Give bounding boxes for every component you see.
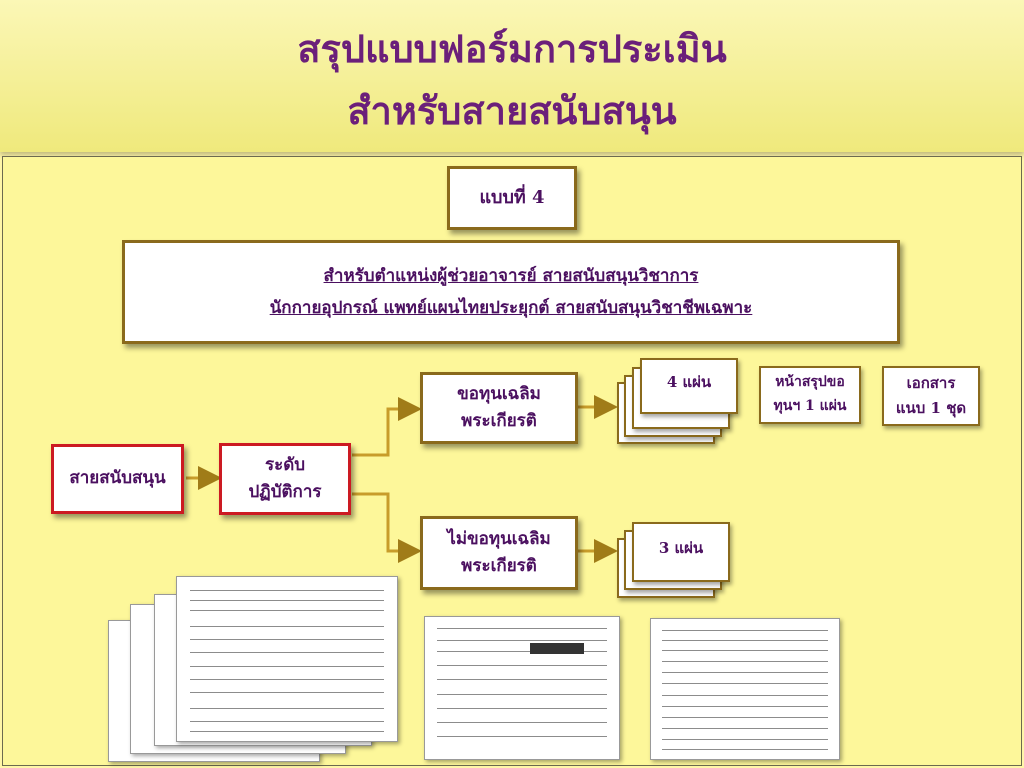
level-box: ระดับ ปฏิบัติการ bbox=[219, 443, 351, 515]
four-sheets-label: 4 แผ่น bbox=[666, 373, 712, 391]
form-number-box: แบบที่ 4 bbox=[447, 166, 577, 230]
stack-sheet bbox=[640, 358, 738, 414]
form-number-label: แบบที่ 4 bbox=[479, 186, 545, 208]
level-line2: ปฏิบัติการ bbox=[248, 482, 322, 502]
positions-line1: สำหรับตำแหน่งผู้ช่วยอาจารย์ สายสนับสนุนว… bbox=[323, 265, 699, 286]
apply-grant-box: ขอทุนเฉลิม พระเกียรติ bbox=[420, 372, 578, 444]
attachment-doc: เอกสาร แนบ 1 ชุด bbox=[882, 366, 980, 426]
page-title-line1: สรุปแบบฟอร์มการประเมิน bbox=[297, 26, 727, 71]
summary-line1: หน้าสรุปขอ bbox=[775, 374, 845, 391]
support-staff-label: สายสนับสนุน bbox=[69, 468, 166, 489]
summary-line2: ทุนฯ 1 แผ่น bbox=[773, 398, 847, 414]
summary-page-doc: หน้าสรุปขอ ทุนฯ 1 แผ่น bbox=[759, 366, 861, 424]
attachment-line2: แนบ 1 ชุด bbox=[895, 399, 967, 417]
apply-grant-line1: ขอทุนเฉลิม bbox=[457, 383, 541, 404]
form-thumbnail-right bbox=[650, 618, 840, 760]
no-grant-line1: ไม่ขอทุนเฉลิม bbox=[447, 528, 551, 549]
attachment-line1: เอกสาร bbox=[906, 373, 956, 392]
positions-line2: นักกายอุปกรณ์ แพทย์แผนไทยประยุกต์ สายสนั… bbox=[269, 298, 753, 318]
form-thumbnail-middle bbox=[424, 616, 620, 760]
form-thumbnail-front bbox=[176, 576, 398, 742]
page-title-line2: สำหรับสายสนับสนุน bbox=[347, 88, 677, 133]
arrow-level-to-apply bbox=[352, 397, 422, 457]
arrow-level-to-noapply bbox=[352, 492, 422, 563]
support-staff-box: สายสนับสนุน bbox=[51, 444, 184, 514]
title-banner: สรุปแบบฟอร์มการประเมิน สำหรับสายสนับสนุน bbox=[0, 0, 1024, 152]
no-grant-box: ไม่ขอทุนเฉลิม พระเกียรติ bbox=[420, 516, 578, 590]
apply-grant-line2: พระเกียรติ bbox=[461, 411, 537, 431]
positions-box: สำหรับตำแหน่งผู้ช่วยอาจารย์ สายสนับสนุนว… bbox=[122, 240, 900, 344]
three-sheets-label: 3 แผ่น bbox=[658, 539, 704, 557]
stack-sheet bbox=[632, 522, 730, 582]
no-grant-line2: พระเกียรติ bbox=[461, 556, 537, 576]
level-line1: ระดับ bbox=[264, 454, 306, 475]
